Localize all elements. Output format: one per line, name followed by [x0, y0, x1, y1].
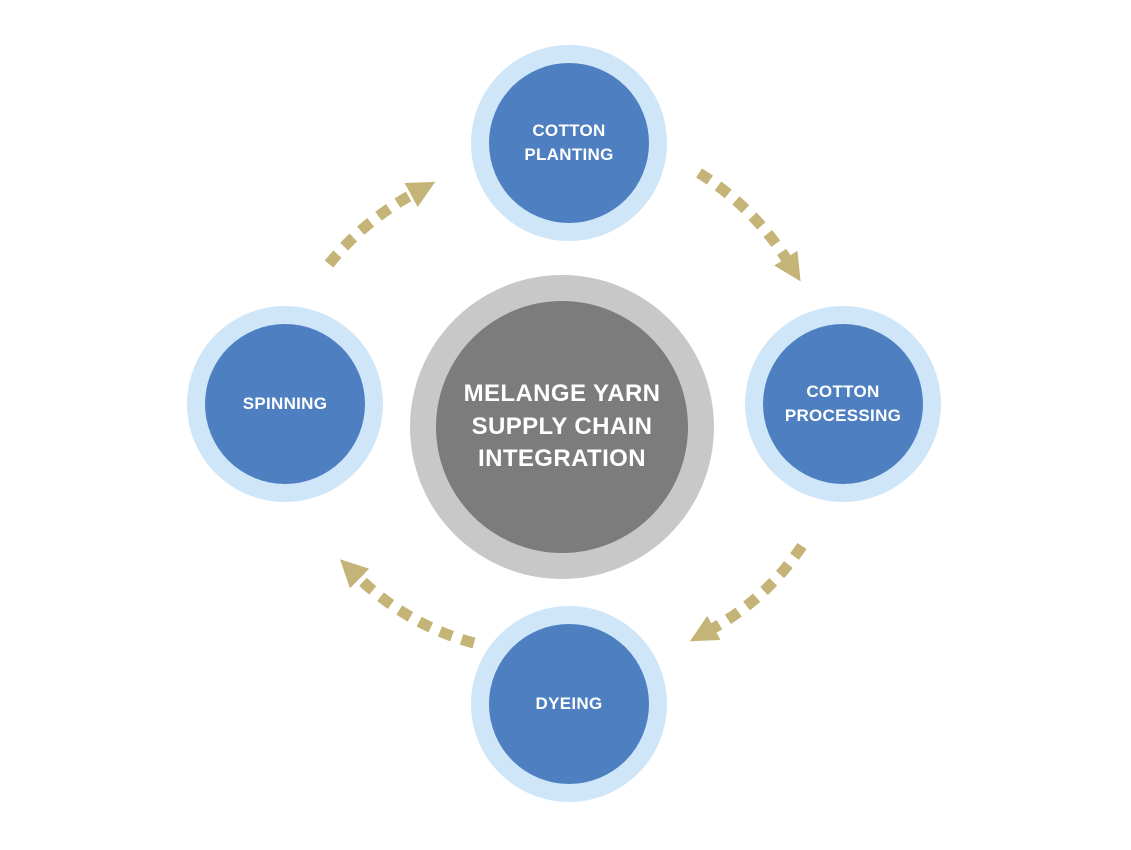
- node-cotton-planting-circle: COTTON PLANTING: [489, 63, 649, 223]
- arrow-spinning-to-cotton-planting: [324, 181, 436, 268]
- node-label: COTTON PROCESSING: [784, 382, 902, 425]
- node-dyeing-circle: DYEING: [489, 624, 649, 784]
- center-node-label: MELANGE YARN SUPPLY CHAIN INTEGRATION: [463, 380, 661, 473]
- node-cotton-processing: COTTON PROCESSING: [745, 306, 941, 502]
- node-label: COTTON PLANTING: [524, 121, 614, 164]
- node-cotton-planting: COTTON PLANTING: [471, 45, 667, 241]
- node-spinning-circle: SPINNING: [205, 324, 365, 484]
- node-label: DYEING: [535, 694, 603, 714]
- arrow-cotton-processing-to-dyeing: [689, 542, 807, 642]
- arrow-dyeing-to-spinning: [339, 559, 476, 649]
- center-node-circle: MELANGE YARN SUPPLY CHAIN INTEGRATION: [436, 301, 688, 553]
- node-dyeing: DYEING: [471, 606, 667, 802]
- center-node-supply-chain-integration: MELANGE YARN SUPPLY CHAIN INTEGRATION: [410, 275, 714, 579]
- node-label: SPINNING: [242, 394, 328, 414]
- node-cotton-processing-circle: COTTON PROCESSING: [763, 324, 923, 484]
- node-spinning: SPINNING: [187, 306, 383, 502]
- arrow-cotton-planting-to-cotton-processing: [696, 168, 801, 282]
